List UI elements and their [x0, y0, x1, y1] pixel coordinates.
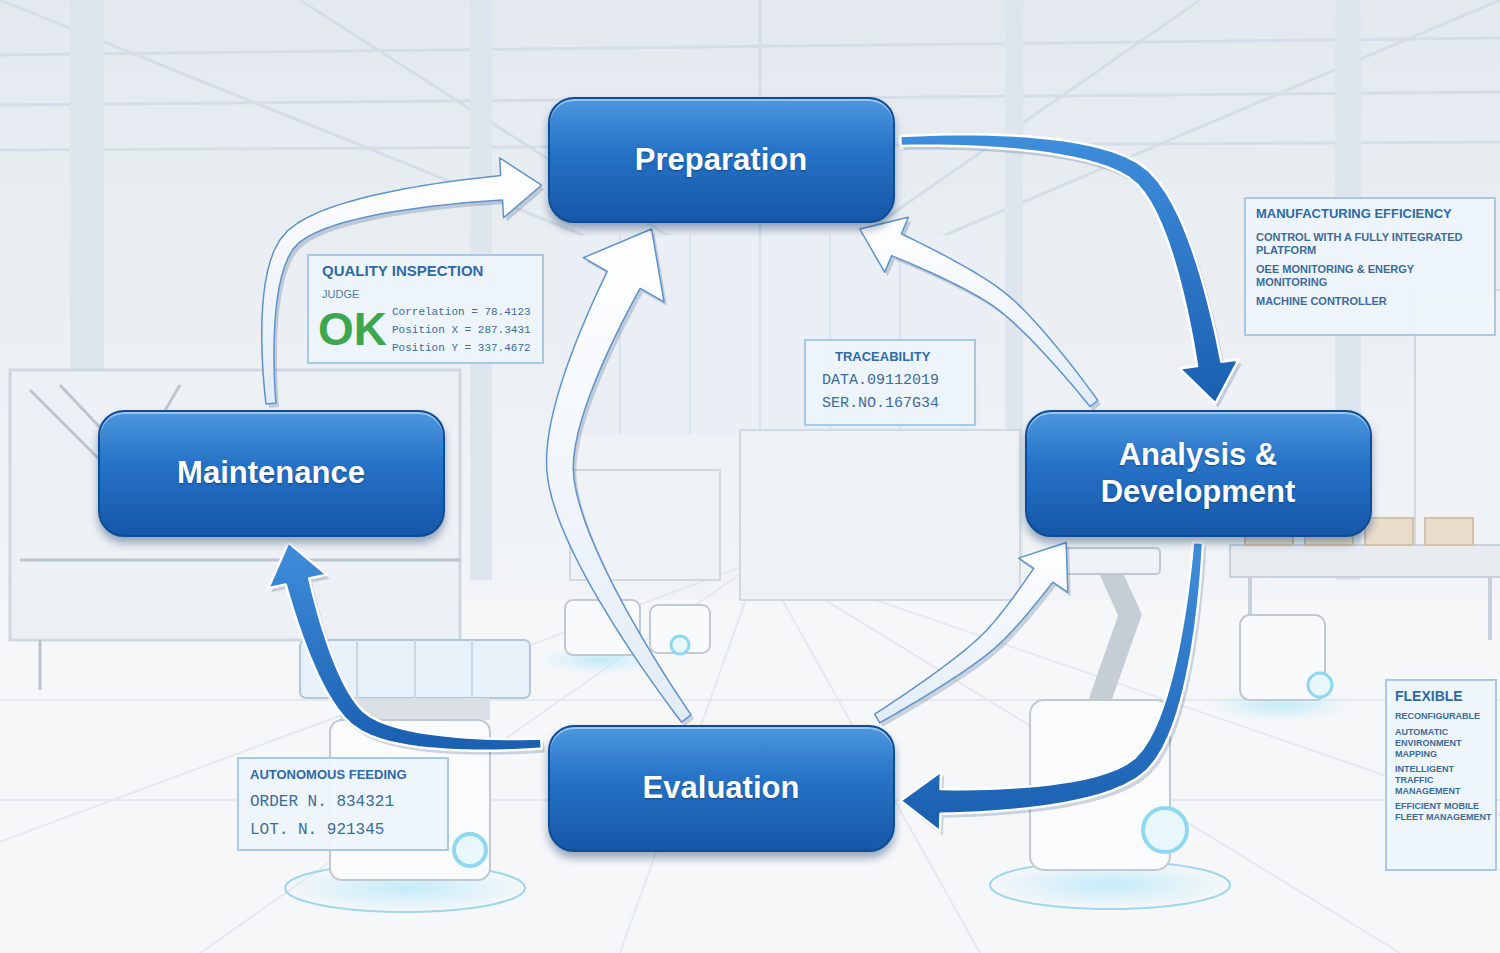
arrow-body	[547, 229, 692, 722]
screen-text: OEE MONITORING & ENERGY MONITORING	[1256, 263, 1486, 289]
screen-text: Position Y = 337.4672	[392, 342, 540, 355]
process-box: Evaluation	[548, 725, 895, 852]
screen-text: RECONFIGURABLE	[1395, 711, 1492, 722]
screen-text: CONTROL WITH A FULLY INTEGRATED PLATFORM	[1256, 231, 1486, 257]
process-box: Preparation	[548, 97, 895, 223]
screen-text: AUTONOMOUS FEEDING	[250, 767, 442, 783]
screen-text: AUTOMATIC ENVIRONMENT MAPPING	[1395, 727, 1492, 759]
screen-text: JUDGE	[322, 288, 382, 301]
screen-text: TRACEABILITY	[835, 349, 967, 365]
process-box: Analysis & Development	[1025, 410, 1372, 537]
process-label: Preparation	[635, 141, 807, 178]
screen-text: MACHINE CONTROLLER	[1256, 295, 1486, 308]
arrow-body	[262, 158, 542, 404]
screen-text: LOT. N. 921345	[250, 821, 442, 840]
screen-text: INTELLIGENT TRAFFIC MANAGEMENT	[1395, 764, 1492, 796]
process-label: Maintenance	[177, 454, 365, 491]
screen-text: FLEXIBLE	[1395, 688, 1492, 705]
process-label: Evaluation	[643, 769, 800, 806]
screen-text: Position X = 287.3431	[392, 324, 540, 337]
cycle-arrow	[875, 543, 1071, 727]
arrow-body	[268, 543, 542, 751]
arrow-body	[875, 543, 1068, 723]
screen-text: ORDER N. 834321	[250, 793, 442, 812]
screen-text: OK	[318, 306, 388, 352]
ceiling	[0, 0, 1500, 250]
screen-text: Correlation = 78.4123	[392, 306, 540, 319]
cycle-arrow	[262, 158, 545, 408]
process-box: Maintenance	[98, 410, 445, 537]
screen-text: MANUFACTURING EFFICIENCY	[1256, 206, 1490, 222]
screen-text: QUALITY INSPECTION	[322, 262, 527, 280]
screen-text: EFFICIENT MOBILE FLEET MANAGEMENT	[1395, 801, 1492, 823]
process-label: Analysis & Development	[1051, 436, 1346, 510]
screen-text: SER.NO.167G34	[822, 395, 972, 413]
screen-text: DATA.09112019	[822, 372, 972, 390]
cycle-arrow	[268, 543, 545, 755]
cycle-arrow	[547, 229, 695, 726]
